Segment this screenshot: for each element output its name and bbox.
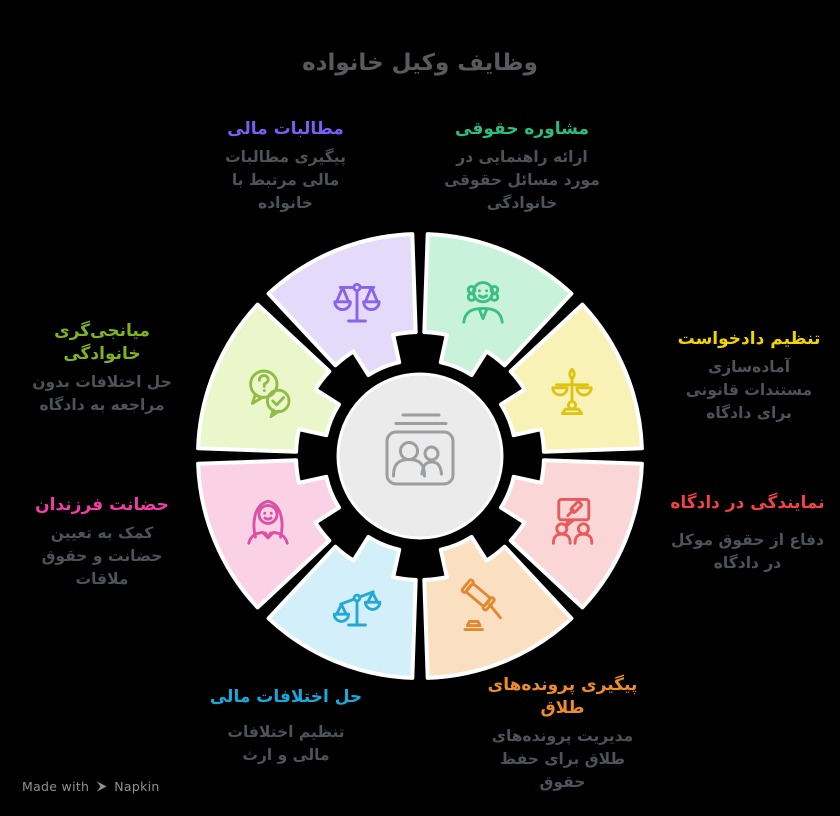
segment-description: حل اختلافات بدون مراجعه به دادگاه [32, 372, 172, 415]
segment-description: پیگیری مطالبات مالی مرتبط با خانواده [225, 147, 346, 213]
segment-description: آماده‌سازی مستندات قانونی برای دادگاه [685, 357, 813, 423]
segment-label: نمایندگی در دادگاه [670, 493, 825, 513]
scales-tilted-icon [332, 590, 382, 627]
wheel-segment-divorce-case-followup [422, 535, 574, 680]
question-check-bubbles-icon [249, 369, 291, 419]
wheel-segment-legal-consultation [422, 232, 574, 377]
label-block-child-custody: حضانت فرزندان کمک به تعیین حضانت و حقوق … [12, 494, 192, 592]
label-block-divorce-case-followup: پیگیری پرونده‌های طلاق مدیریت پرونده‌های… [465, 674, 660, 795]
woman-icon [247, 499, 289, 545]
page-title: وظایف وکیل خانواده [302, 50, 538, 76]
segment-description: دفاع از حقوق موکل در دادگاه [670, 530, 824, 573]
watermark-brand: Napkin [114, 779, 160, 794]
label-block-financial-claims: مطالبات مالی پیگیری مطالبات مالی مرتبط ب… [198, 118, 373, 216]
segment-label: مشاوره حقوقی [455, 119, 589, 139]
label-block-legal-consultation: مشاوره حقوقی ارائه راهنمایی در مورد مسائ… [432, 118, 612, 216]
segment-label: حضانت فرزندان [35, 495, 169, 515]
segment-label: میانجی‌گری خانوادگی [54, 321, 150, 364]
napkin-watermark: Made with Napkin [22, 779, 160, 794]
segment-description: ارائه راهنمایی در مورد مسائل حقوقی خانوا… [444, 147, 600, 213]
wheel-segment-court-representation [499, 458, 644, 610]
label-block-petition-drafting: تنظیم دادخواست آماده‌سازی مستندات قانونی… [660, 328, 838, 426]
female-judge-icon [462, 281, 504, 324]
segment-label: حل اختلافات مالی [209, 687, 363, 707]
label-block-court-representation: نمایندگی در دادگاه دفاع از حقوق موکل در … [655, 492, 840, 575]
verdict-discussion-icon [551, 497, 594, 545]
segment-description: کمک به تعیین حضانت و حقوق ملاقات [41, 523, 163, 589]
label-block-family-mediation: میانجی‌گری خانوادگی حل اختلافات بدون مرا… [12, 320, 192, 417]
scales-balanced-icon [333, 282, 381, 323]
segment-label: مطالبات مالی [227, 119, 344, 139]
gavel-icon [460, 578, 502, 632]
segment-description: مدیریت پرونده‌های طلاق برای حفظ حقوق [491, 726, 634, 792]
label-block-financial-disputes: حل اختلافات مالی تنظیم اختلافات مالی و ا… [196, 686, 376, 767]
segment-label: تنظیم دادخواست [677, 329, 821, 349]
segment-description: تنظیم اختلافات مالی و ارث [227, 722, 345, 765]
family-id-card-icon [385, 413, 455, 486]
center-circle [336, 372, 504, 540]
wheel-segment-financial-claims [266, 232, 418, 377]
scales-standing-icon [551, 368, 593, 416]
napkin-logo-icon [97, 781, 107, 792]
watermark-prefix: Made with [22, 779, 90, 794]
segment-label: پیگیری پرونده‌های طلاق [487, 675, 638, 718]
